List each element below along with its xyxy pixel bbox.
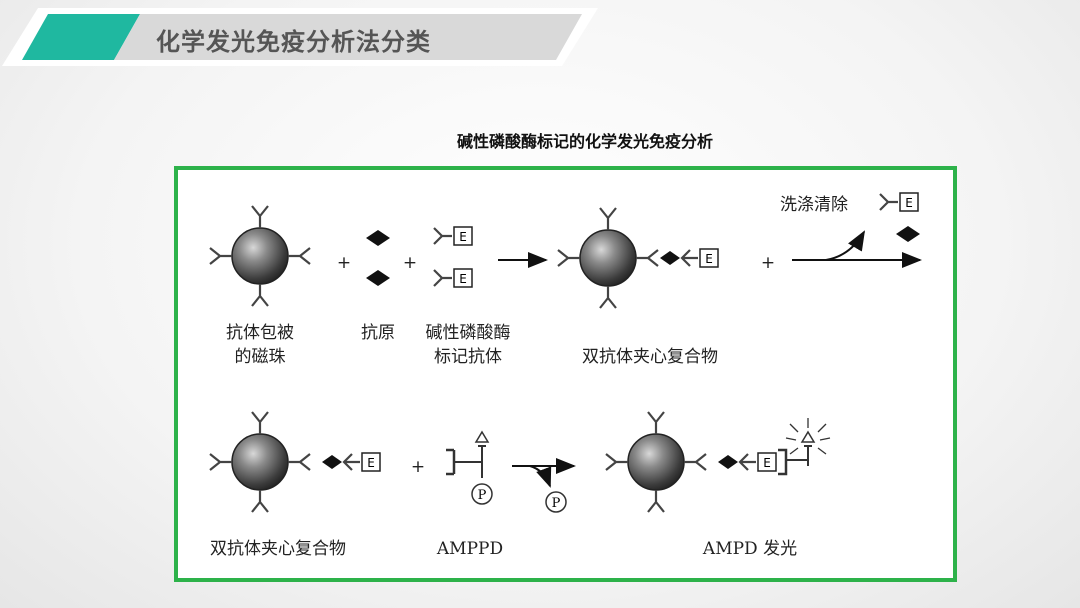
antigen-label: 抗原 — [361, 323, 395, 343]
plus-sign-3: + — [761, 253, 775, 273]
washed-enzyme-antibody: E — [879, 192, 919, 212]
banner-bar — [114, 14, 582, 60]
plus-sign-4: + — [411, 457, 425, 477]
enzyme-tag-1: E — [459, 230, 467, 244]
banner-accent — [22, 14, 140, 60]
reaction-arrow-2 — [512, 458, 576, 488]
enzyme-label-line2: 标记抗体 — [434, 347, 502, 367]
antibody-bead-1 — [209, 205, 311, 307]
released-phosphate: P — [545, 491, 567, 513]
enzyme-tag-3: E — [705, 252, 713, 266]
sandwich-complex-1: E — [557, 207, 719, 309]
enzyme-tag-6: E — [763, 456, 771, 470]
complex-label-row1: 双抗体夹心复合物 — [582, 347, 718, 367]
enzyme-labeled-antibody-1: E — [433, 226, 473, 246]
complex-label-row2: 双抗体夹心复合物 — [210, 539, 346, 559]
amppd-molecule: P — [446, 430, 493, 505]
plus-sign-2: + — [403, 253, 417, 273]
phosphate-symbol-1: P — [478, 488, 487, 503]
plus-sign-1: + — [337, 253, 351, 273]
light-rays — [785, 418, 831, 455]
slide-title: 化学发光免疫分析法分类 — [156, 28, 431, 56]
sandwich-complex-2: E — [209, 411, 381, 513]
washed-antigen — [896, 226, 920, 242]
bead-label-line2: 的磁珠 — [235, 347, 286, 367]
enzyme-tag-5: E — [367, 456, 375, 470]
enzyme-labeled-antibody-2: E — [433, 268, 473, 288]
assay-diagram: 抗体包被 的磁珠 + 抗原 + E E 碱性磷酸酶 标记抗体 E 双抗体夹心复合… — [209, 192, 922, 559]
wash-arrow — [792, 230, 922, 268]
diagram-frame: 抗体包被 的磁珠 + 抗原 + E E 碱性磷酸酶 标记抗体 E 双抗体夹心复合… — [174, 166, 957, 582]
antigen-diamonds — [366, 230, 390, 286]
enzyme-label-line1: 碱性磷酸酶 — [426, 323, 511, 343]
wash-label: 洗涤清除 — [780, 195, 848, 215]
title-banner — [2, 8, 598, 66]
result-label: AMPD 发光 — [702, 539, 797, 559]
amppd-label: AMPPD — [436, 539, 503, 559]
luminescent-complex: E — [605, 411, 831, 513]
enzyme-tag-2: E — [459, 272, 467, 286]
bead-label-line1: 抗体包被 — [226, 323, 294, 343]
diagram-caption: 碱性磷酸酶标记的化学发光免疫分析 — [456, 132, 713, 151]
enzyme-tag-4: E — [905, 196, 913, 210]
phosphate-symbol-2: P — [552, 496, 561, 511]
